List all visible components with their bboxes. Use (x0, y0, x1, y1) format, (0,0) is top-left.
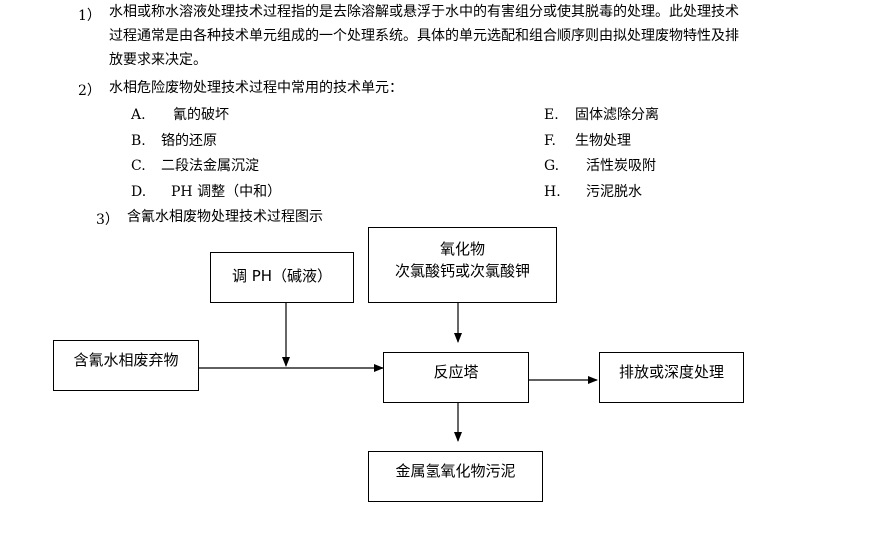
unit-text: 活性炭吸附 (586, 158, 656, 174)
unit-b: B. 铬的还原 (131, 130, 217, 150)
oxidant-box: 氧化物 次氯酸钙或次氯酸钾 (368, 227, 557, 303)
unit-letter: H. (544, 184, 561, 200)
cyanide-waste-box: 含氰水相废弃物 (53, 340, 199, 391)
unit-e: E. 固体滤除分离 (544, 104, 659, 124)
cyanide-waste-label: 含氰水相废弃物 (73, 351, 179, 369)
unit-f: F. 生物处理 (544, 130, 631, 150)
oxidant-detail: 次氯酸钙或次氯酸钾 (394, 262, 530, 280)
unit-letter: A. (131, 107, 146, 123)
section-3-heading: 含氰水相废物处理技术过程图示 (127, 209, 323, 225)
ph-adjust-label: 调 PH（碱液） (231, 267, 333, 285)
unit-d: D. PH 调整（中和） (131, 181, 281, 201)
section-3-number: 3） (96, 212, 119, 228)
unit-g: G. 活性炭吸附 (544, 155, 656, 175)
discharge-box: 排放或深度处理 (599, 352, 744, 403)
unit-text: PH 调整（中和） (171, 184, 282, 200)
ph-adjust-box: 调 PH（碱液） (210, 252, 354, 303)
unit-text: 二段法金属沉淀 (161, 158, 259, 174)
unit-text: 铬的还原 (161, 133, 217, 149)
unit-letter: E. (544, 107, 559, 123)
unit-c: C. 二段法金属沉淀 (131, 155, 259, 175)
unit-h: H. 污泥脱水 (544, 181, 642, 201)
unit-letter: F. (544, 133, 556, 149)
section-1-line-2: 过程通常是由各种技术单元组成的一个处理系统。具体的单元选配和组合顺序则由拟处理废… (109, 28, 739, 44)
unit-text: 氰的破坏 (173, 107, 229, 123)
unit-letter: B. (131, 133, 146, 149)
section-2-number: 2） (78, 83, 101, 99)
unit-letter: D. (131, 184, 147, 200)
unit-text: 污泥脱水 (586, 184, 642, 200)
unit-letter: C. (131, 158, 146, 174)
discharge-label: 排放或深度处理 (618, 363, 724, 381)
unit-letter: G. (544, 158, 560, 174)
section-2-heading: 水相危险废物处理技术过程中常用的技术单元： (109, 80, 403, 96)
unit-text: 固体滤除分离 (575, 107, 659, 123)
section-1-number: 1） (78, 8, 101, 24)
reactor-label: 反应塔 (433, 363, 479, 381)
section-1-line-3: 放要求来决定。 (109, 52, 207, 68)
section-1-line-1: 水相或称水溶液处理技术过程指的是去除溶解或悬浮于水中的有害组分或使其脱毒的处理。… (109, 4, 739, 20)
oxidant-label: 氧化物 (439, 240, 485, 258)
reactor-box: 反应塔 (383, 352, 529, 403)
sludge-label: 金属氢氧化物污泥 (395, 462, 516, 480)
unit-a: A. 氰的破坏 (131, 104, 229, 124)
sludge-box: 金属氢氧化物污泥 (368, 451, 543, 502)
unit-text: 生物处理 (575, 133, 631, 149)
